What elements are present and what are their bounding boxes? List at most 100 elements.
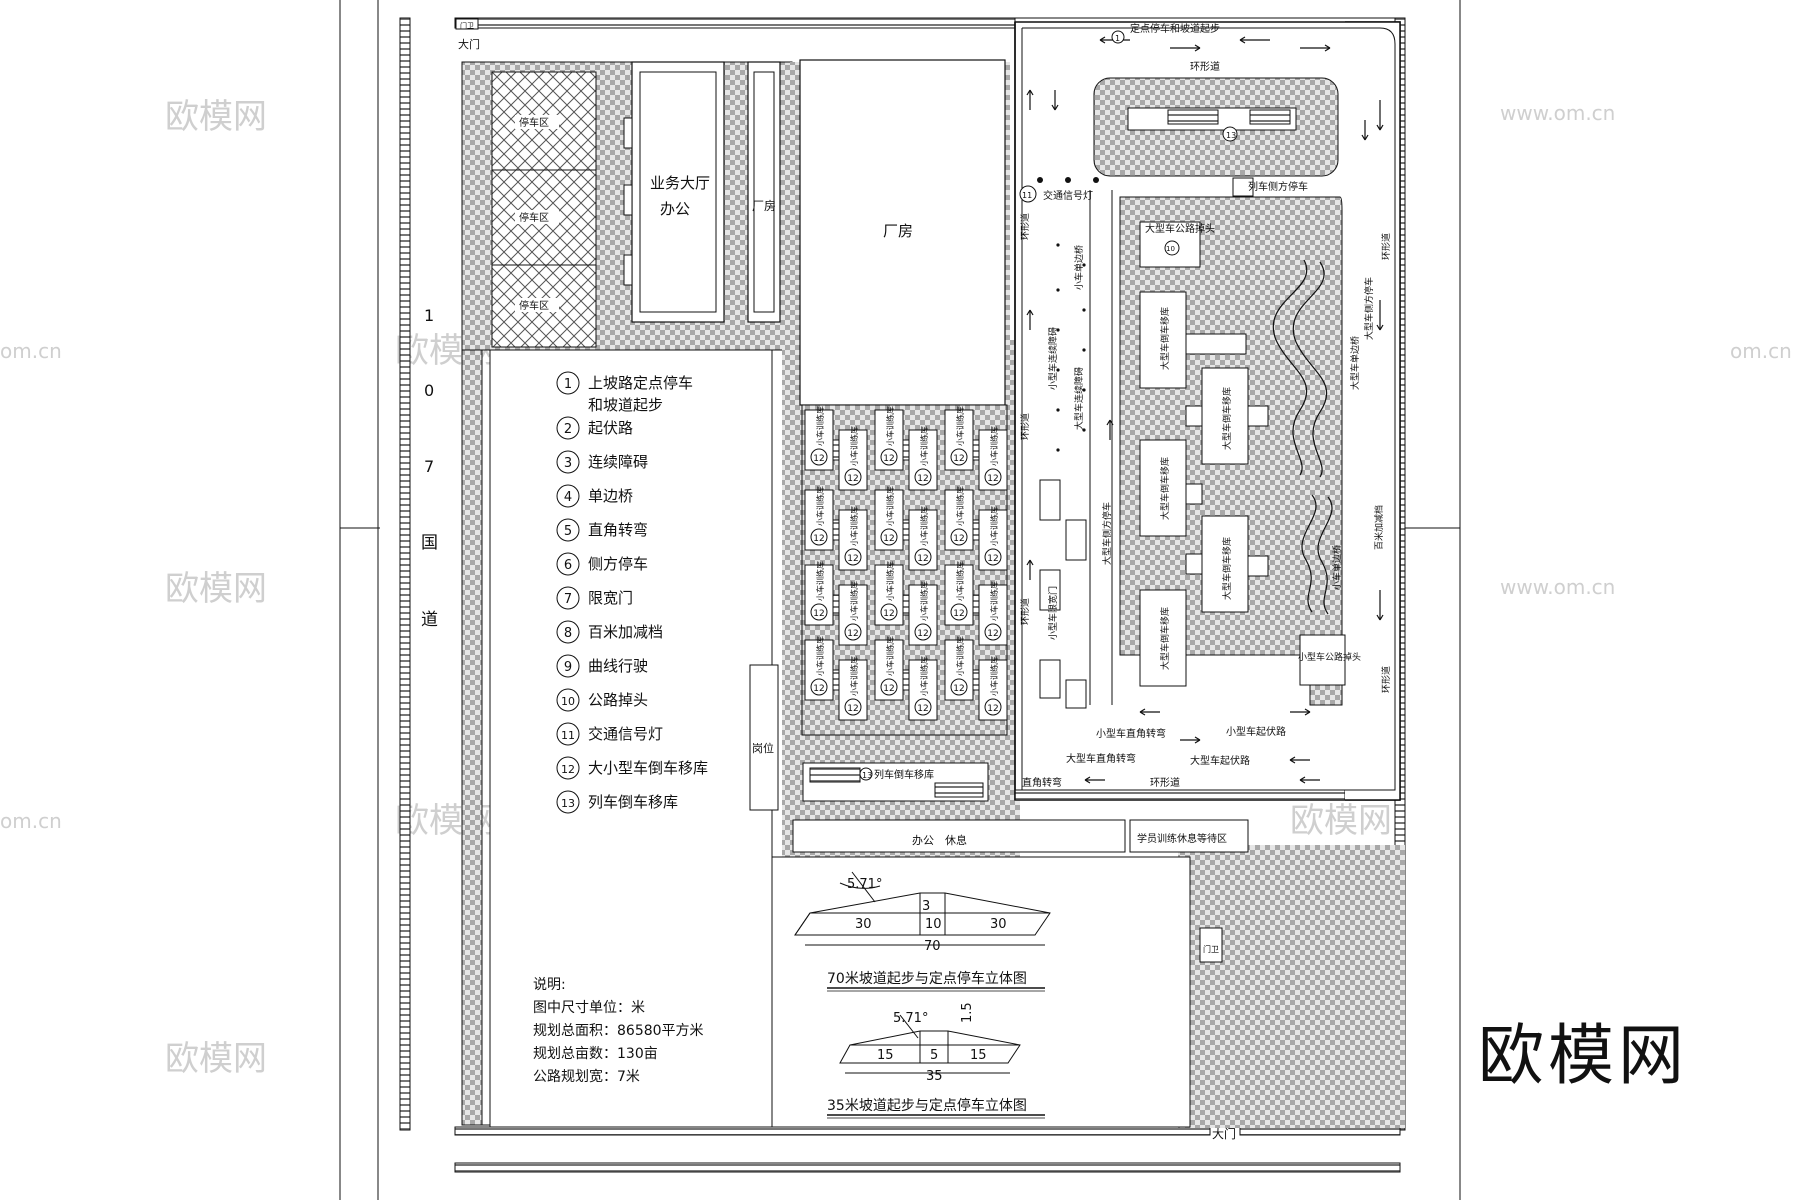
road-char: 道 (421, 610, 438, 630)
ramp-angle: 5.71° (893, 1011, 928, 1026)
legend-label: 连续障碍 (588, 453, 648, 471)
label-small-single-bridge: 小车单边桥 (1073, 245, 1085, 290)
slot-number: 12 (847, 704, 858, 714)
slot-label: 小车训练库 (989, 426, 999, 466)
label-large-uturn: 大型车公路掉头 (1145, 222, 1215, 235)
slot-label: 小车训练库 (885, 561, 895, 601)
slot-number-badge (950, 448, 968, 466)
national-road-label: 1 0 7 国 道 (421, 306, 438, 630)
slot-number-badge (880, 528, 898, 546)
legend-number-badge (556, 416, 580, 440)
legend-number-badge (556, 552, 580, 576)
small-car-training-bays: 12 小车训练库 12 小车训练库 12 小车训练库 12 小车训练库 12 小车训练库 12 小车训… (801, 404, 1008, 736)
slot-number: 12 (987, 554, 998, 564)
legend-label: 百米加减档 (588, 623, 663, 641)
slot-label: 小车训练库 (989, 581, 999, 621)
label-large-reverse: 大型车倒车移库 (1221, 387, 1233, 450)
slot-label: 小车训练库 (955, 561, 965, 601)
slot-label: 小车训练库 (849, 506, 859, 546)
label-right-turn-bottom: 直角转弯 (1022, 776, 1062, 789)
slot-number-badge (844, 698, 862, 716)
guard-booth-label: 门卫 (460, 21, 474, 30)
brand-logo: 欧模网 (1478, 1017, 1688, 1094)
legend-label: 交通信号灯 (588, 725, 663, 743)
label-top-start: 定点停车和坡道起步 (1130, 22, 1220, 35)
slot-number: 12 (917, 474, 928, 484)
slot-label: 小车训练库 (885, 636, 895, 676)
road-char: 国 (421, 533, 438, 553)
parking-cell-label: 停车区 (519, 211, 549, 224)
slot-number: 12 (883, 609, 894, 619)
legend-ref: 10 (1166, 245, 1175, 253)
slot-number: 12 (917, 704, 928, 714)
legend-number: 10 (561, 695, 575, 708)
notes: 说明: 图中尺寸单位：米 规划总面积：86580平方米 规划总亩数：130亩 公… (533, 977, 704, 1085)
slot-number-badge (984, 468, 1002, 486)
ramp-70-caption: 70米坡道起步与定点停车立体图 (827, 970, 1027, 987)
factory-large-label: 厂房 (883, 222, 913, 240)
slot-number-badge (880, 678, 898, 696)
label-small-obstacle: 小型车连续障碍 (1047, 327, 1059, 390)
slot-number: 12 (953, 609, 964, 619)
slot-number: 12 (917, 629, 928, 639)
road-char: 1 (424, 306, 434, 325)
legend-ref: 13 (862, 771, 872, 780)
legend-number: 5 (564, 524, 572, 539)
legend-number-badge (556, 756, 580, 780)
slot-label: 小车训练库 (919, 426, 929, 466)
building-factory-large: 厂房 (799, 59, 1006, 406)
legend-label: 公路掉头 (588, 691, 648, 709)
slot-number-badge (950, 603, 968, 621)
slot-label: 小车训练库 (849, 426, 859, 466)
legend-label: 大小型车倒车移库 (588, 759, 708, 777)
notes-line: 公路规划宽：7米 (533, 1068, 640, 1085)
legend-number: 4 (564, 490, 572, 505)
slot-number-badge (984, 623, 1002, 641)
ramp-height: 1.5 (960, 1002, 975, 1023)
watermark-url: www.om.cn (1500, 575, 1615, 599)
slot-label: 小车训练库 (955, 636, 965, 676)
slot-label: 小车训练库 (919, 656, 929, 696)
training-slot (978, 584, 1008, 646)
watermark-brand: 欧模网 (165, 97, 267, 137)
slot-label: 小车训练库 (849, 656, 859, 696)
legend-number-badge (556, 518, 580, 542)
training-slot (804, 639, 834, 701)
store-room-label: 门卫 (1203, 944, 1219, 954)
legend-label: 侧方停车 (588, 555, 648, 573)
guard-booth-top (455, 18, 479, 30)
ramp-height: 3 (922, 899, 930, 914)
ramp-35-diagram: 5.71° 1.5 15 5 15 35 (839, 1002, 1021, 1084)
hall-label: 业务大厅 (650, 174, 710, 192)
watermark-url: om.cn (0, 339, 62, 363)
slot-number: 12 (813, 684, 824, 694)
building-factory-small: 厂房 (747, 61, 781, 323)
slot-number: 12 (847, 629, 858, 639)
label-large-side-parking: 大型车侧方停车 (1363, 277, 1375, 340)
watermark-brand: 欧模网 (1290, 801, 1392, 841)
slot-number-badge (810, 678, 828, 696)
legend-label: 列车倒车移库 (588, 793, 678, 811)
label-traffic-light: 交通信号灯 (1043, 189, 1093, 202)
notes-line: 图中尺寸单位：米 (533, 1000, 645, 1016)
building-hall: 业务大厅 办公 (623, 61, 725, 323)
slot-label: 小车训练库 (815, 486, 825, 526)
parking-zone: 停车区 停车区 停车区 (491, 71, 597, 348)
slot-number: 12 (813, 609, 824, 619)
watermark-brand: 欧模网 (165, 1039, 267, 1079)
notes-line: 规划总亩数：130亩 (533, 1045, 658, 1062)
slot-number-badge (844, 468, 862, 486)
ramp-35-caption: 35米坡道起步与定点停车立体图 (827, 1097, 1027, 1114)
parking-cell-label: 停车区 (519, 299, 549, 312)
slot-label: 小车训练库 (815, 561, 825, 601)
ramp-seg-left: 15 (877, 1048, 894, 1063)
slot-label: 小车训练库 (955, 406, 965, 446)
legend-number-badge (556, 688, 580, 712)
open-ground-lower (771, 856, 1191, 1128)
slot-number: 12 (953, 534, 964, 544)
legend-number: 13 (561, 797, 575, 810)
label-ring-road-right: 环形道 (1380, 233, 1392, 260)
slot-number-badge (914, 548, 932, 566)
